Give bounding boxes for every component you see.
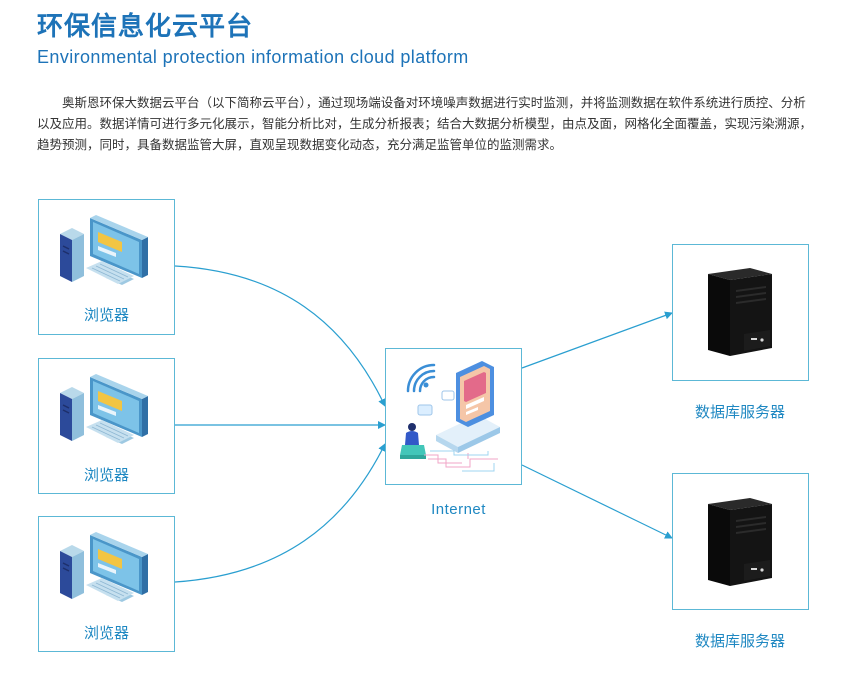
internet-label: Internet — [431, 501, 486, 518]
connector-browser-3 — [174, 443, 386, 583]
browser-label-1: 浏览器 — [83, 306, 129, 324]
connector-server-2 — [521, 464, 673, 539]
desktop-computer-icon — [60, 532, 148, 602]
connector-browser-1 — [174, 265, 386, 407]
server-label-1: 数据库服务器 — [694, 403, 785, 421]
browser-label-2: 浏览器 — [83, 466, 129, 484]
server-label-2: 数据库服务器 — [694, 632, 785, 650]
browser-label-3: 浏览器 — [83, 624, 129, 642]
internet-hub-node — [385, 348, 522, 485]
connector-server-1 — [521, 311, 673, 369]
desktop-computer-icon — [60, 215, 148, 285]
cloud-network-icon — [400, 361, 500, 472]
page-subtitle: Environmental protection information clo… — [37, 47, 469, 67]
server-tower-icon — [708, 498, 772, 586]
server-tower-icon — [708, 268, 772, 356]
page-title: 环保信息化云平台 — [37, 12, 254, 42]
intro-paragraph: 奥斯恩环保大数据云平台（以下简称云平台），通过现场端设备对环境噪声数据进行实时监… — [37, 95, 813, 152]
desktop-computer-icon — [60, 374, 148, 444]
